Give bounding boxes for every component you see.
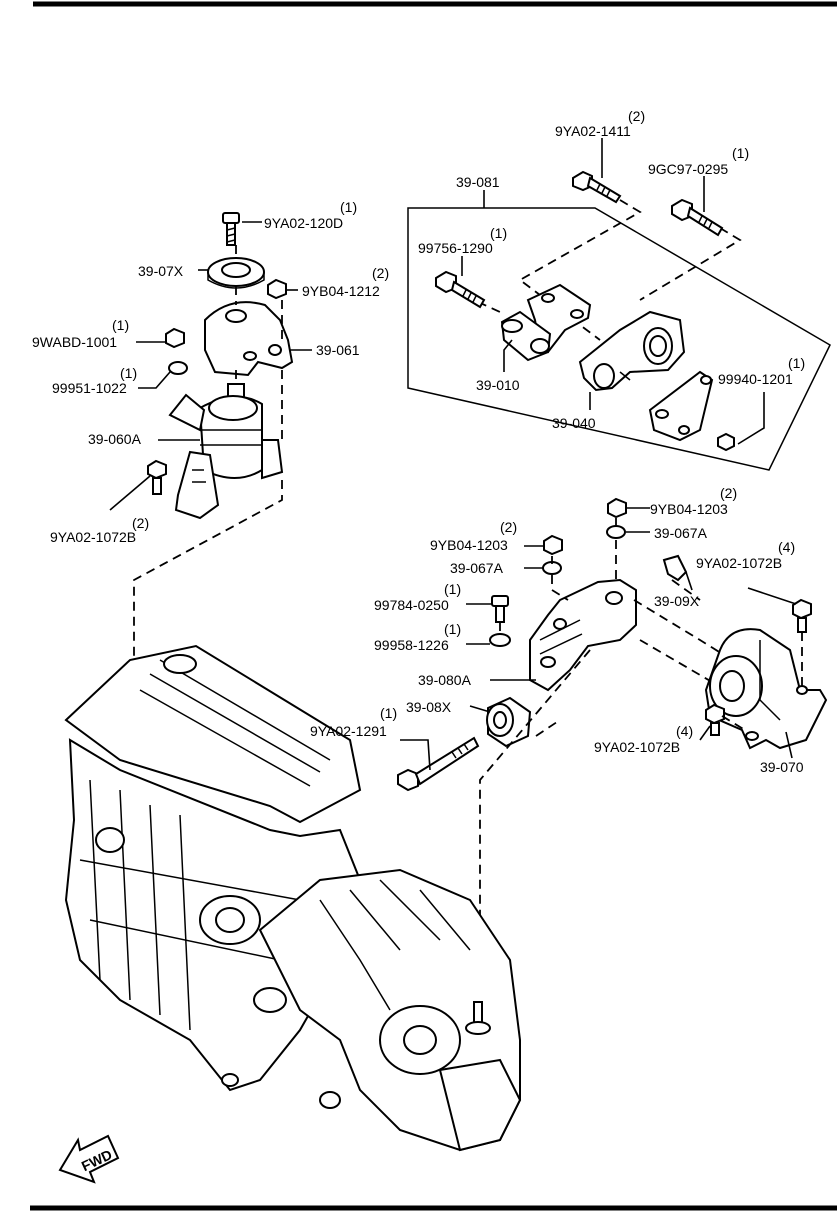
- label-99784-0250: 99784-0250: [374, 597, 449, 613]
- transmission-mount-group: [397, 497, 781, 1020]
- label-39-09x: 39-09X: [654, 593, 700, 609]
- bolt-9gc97-0295: [671, 198, 724, 237]
- qty-9ya02-1072b-bottom: (4): [676, 723, 693, 739]
- bolt-9ya02-120d: [222, 212, 240, 246]
- bracket-39-080a: [529, 578, 637, 692]
- label-9ya02-1072b-top: 9YA02-1072B: [696, 555, 782, 571]
- label-39-060a: 39-060A: [88, 431, 142, 447]
- label-39-010: 39-010: [476, 377, 520, 393]
- qty-9yb04-1203-right: (2): [720, 485, 737, 501]
- part-labels: (2) 9YA02-1411 (1) 9GC97-0295 39-081 (1)…: [32, 108, 805, 775]
- mount-39-070: [704, 628, 828, 750]
- bolt-99784-0250: [491, 595, 509, 623]
- qty-9yb04-1212: (2): [372, 265, 389, 281]
- qty-9ya02-1291: (1): [380, 705, 397, 721]
- washer-99951-1022: [168, 361, 188, 375]
- qty-9ya02-120d: (1): [340, 199, 357, 215]
- label-9gc97-0295: 9GC97-0295: [648, 161, 728, 177]
- label-39-067a-left: 39-067A: [450, 560, 504, 576]
- label-9wabd-1001: 9WABD-1001: [32, 334, 117, 350]
- qty-9wabd-1001: (1): [112, 317, 129, 333]
- qty-9ya02-1411: (2): [628, 108, 645, 124]
- bolt-9ya02-1411: [572, 170, 622, 204]
- label-9yb04-1203-left: 9YB04-1203: [430, 537, 508, 553]
- label-39-061: 39-061: [316, 342, 360, 358]
- engine-mount-39-070-group: [704, 598, 828, 750]
- label-99756-1290: 99756-1290: [418, 240, 493, 256]
- label-99958-1226: 99958-1226: [374, 637, 449, 653]
- clip-39-09x: [662, 554, 688, 582]
- qty-99784-0250: (1): [444, 581, 461, 597]
- bolt-9ya02-1072b-bottom: [705, 703, 725, 736]
- label-39-081: 39-081: [456, 174, 500, 190]
- nut-9wabd-1001: [165, 327, 185, 349]
- engine-transmission-assembly: [64, 644, 522, 1152]
- label-9ya02-120d: 9YA02-120D: [264, 215, 343, 231]
- fwd-arrow-icon: FWD: [58, 1134, 120, 1184]
- label-99940-1201: 99940-1201: [718, 371, 793, 387]
- qty-9ya02-1072b-top: (4): [778, 539, 795, 555]
- washer-99958-1226: [489, 633, 511, 647]
- label-39-08x: 39-08X: [406, 699, 452, 715]
- washer-39-067a-right: [606, 525, 626, 539]
- qty-9gc97-0295: (1): [732, 145, 749, 161]
- label-39-067a-right: 39-067A: [654, 525, 708, 541]
- label-99951-1022: 99951-1022: [52, 380, 127, 396]
- rear-mount-group: [407, 170, 831, 471]
- washer-39-07x: [207, 257, 265, 289]
- bracket-39-061: [204, 301, 294, 377]
- label-9yb04-1212: 9YB04-1212: [302, 283, 380, 299]
- leader-lines: [109, 138, 797, 771]
- qty-99951-1022: (1): [120, 365, 137, 381]
- label-9ya02-1072b-left: 9YA02-1072B: [50, 529, 136, 545]
- engine-mount-39-060a-group: [133, 212, 294, 680]
- group-outline-39-081: [407, 207, 831, 471]
- label-39-07x: 39-07X: [138, 263, 184, 279]
- bushing-39-08x: [486, 696, 532, 748]
- bracket-39-010: [500, 283, 592, 362]
- qty-9yb04-1203-left: (2): [500, 519, 517, 535]
- torque-rod-39-040: [578, 310, 686, 392]
- qty-9ya02-1072b-left: (2): [132, 515, 149, 531]
- nut-9yb04-1203-right: [607, 497, 627, 519]
- label-39-080a: 39-080A: [418, 672, 472, 688]
- bolt-9ya02-1072b-left: [147, 459, 167, 495]
- bolt-9ya02-1072b-top: [792, 598, 812, 633]
- label-9yb04-1203-right: 9YB04-1203: [650, 501, 728, 517]
- bolt-99756-1290: [435, 270, 486, 309]
- nut-9yb04-1212: [267, 278, 287, 300]
- qty-99756-1290: (1): [490, 225, 507, 241]
- bolt-9ya02-1291: [397, 736, 480, 792]
- label-39-040: 39-040: [552, 415, 596, 431]
- label-9ya02-1411: 9YA02-1411: [555, 123, 631, 139]
- plate-99940-1201: [648, 370, 735, 452]
- qty-99958-1226: (1): [444, 621, 461, 637]
- label-9ya02-1291: 9YA02-1291: [310, 723, 387, 739]
- mount-39-060a: [168, 383, 284, 520]
- qty-99940-1201: (1): [788, 355, 805, 371]
- label-39-070: 39-070: [760, 759, 804, 775]
- label-9ya02-1072b-bottom: 9YA02-1072B: [594, 739, 680, 755]
- nut-9yb04-1203-left: [543, 534, 563, 556]
